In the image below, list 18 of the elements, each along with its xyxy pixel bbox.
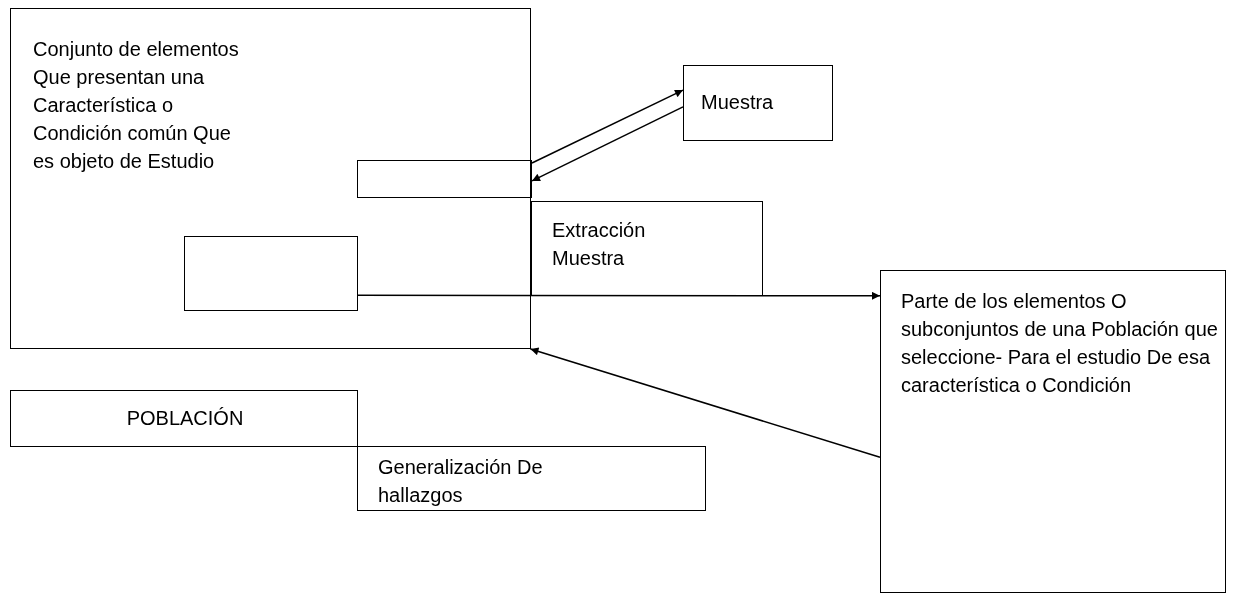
text-box: [10, 8, 531, 349]
box-text: POBLACIÓN: [125, 406, 245, 431]
empty-box: [184, 236, 358, 311]
arrow: [529, 347, 881, 459]
text-box: [10, 390, 358, 447]
box-text: Conjunto de elementos Que presentan una Característica o Condición común Que es objeto de Estudio: [33, 37, 240, 174]
text-box: [531, 201, 763, 296]
empty-box: [357, 160, 532, 198]
text-box: [880, 270, 1226, 593]
arrow: [531, 89, 684, 164]
box-text: Extracción Muestra: [552, 218, 647, 271]
arrow: [531, 106, 684, 182]
box-text: Parte de los elementos O subconjuntos de una Población que seleccione- Para el estudio De esa característica o Condición: [901, 289, 1219, 398]
box-text: Muestra: [701, 90, 775, 115]
box-text: Generalización De hallazgos: [378, 455, 544, 508]
arrow: [357, 291, 881, 300]
text-box: [683, 65, 833, 141]
text-box: [357, 446, 706, 511]
